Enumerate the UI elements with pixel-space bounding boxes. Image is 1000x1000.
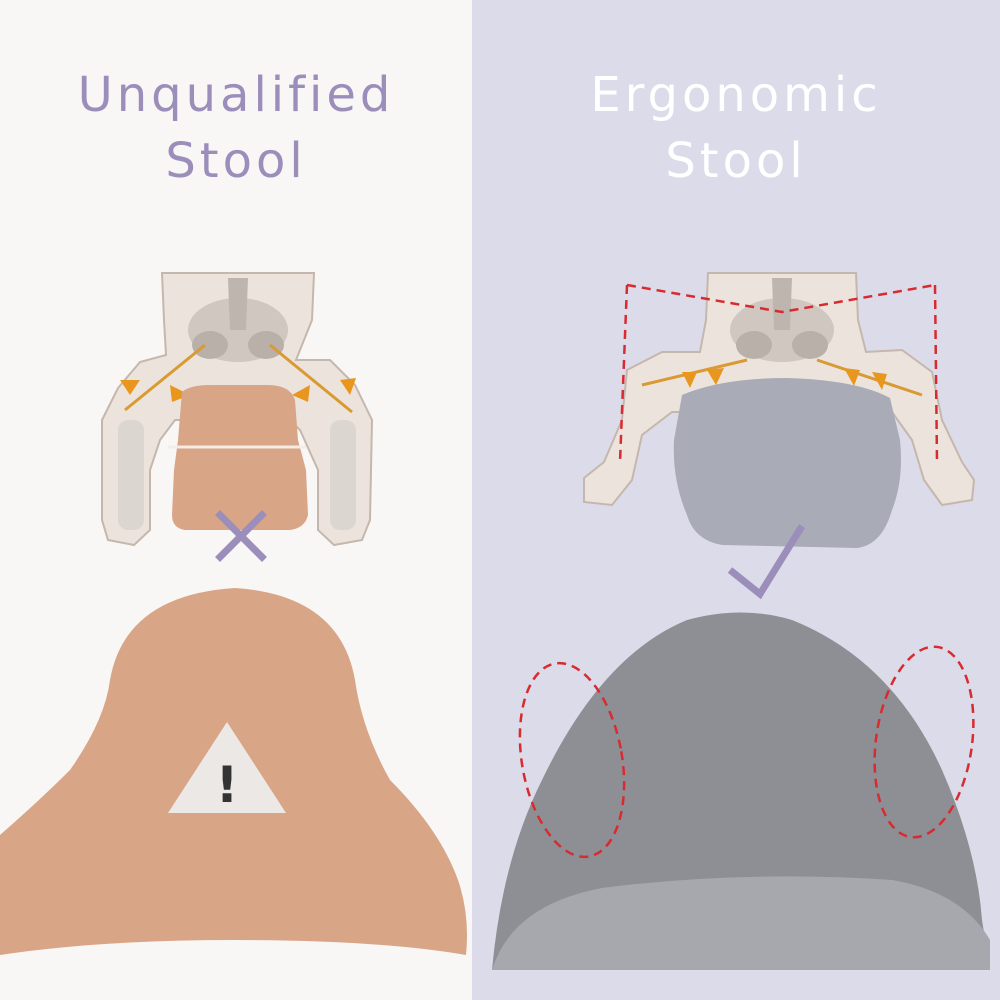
grey-stool-shape (673, 378, 901, 548)
cross-mark-icon (215, 510, 267, 562)
unqualified-title-line1: Unqualified (77, 67, 395, 123)
small-stool-shape (172, 385, 308, 530)
unqualified-title-line2: Stool (165, 133, 307, 189)
ergonomic-title-line2: Stool (665, 133, 807, 189)
unqualified-stool-panel: Unqualified Stool (0, 0, 472, 1000)
warning-triangle-icon (168, 722, 286, 813)
ergonomic-title: Ergonomic Stool (472, 62, 1000, 194)
ergonomic-illustration (492, 272, 990, 970)
check-mark-icon (727, 524, 805, 600)
left-edge-highlight (518, 661, 626, 859)
alignment-guides (618, 283, 939, 463)
ergonomic-stool-panel: Ergonomic Stool (472, 0, 1000, 1000)
unqualified-illustration: ! (0, 272, 467, 955)
warning-exclamation: ! (216, 756, 239, 814)
ergonomic-title-line1: Ergonomic (590, 67, 882, 123)
right-edge-highlight (873, 645, 975, 839)
unqualified-title: Unqualified Stool (0, 62, 472, 194)
